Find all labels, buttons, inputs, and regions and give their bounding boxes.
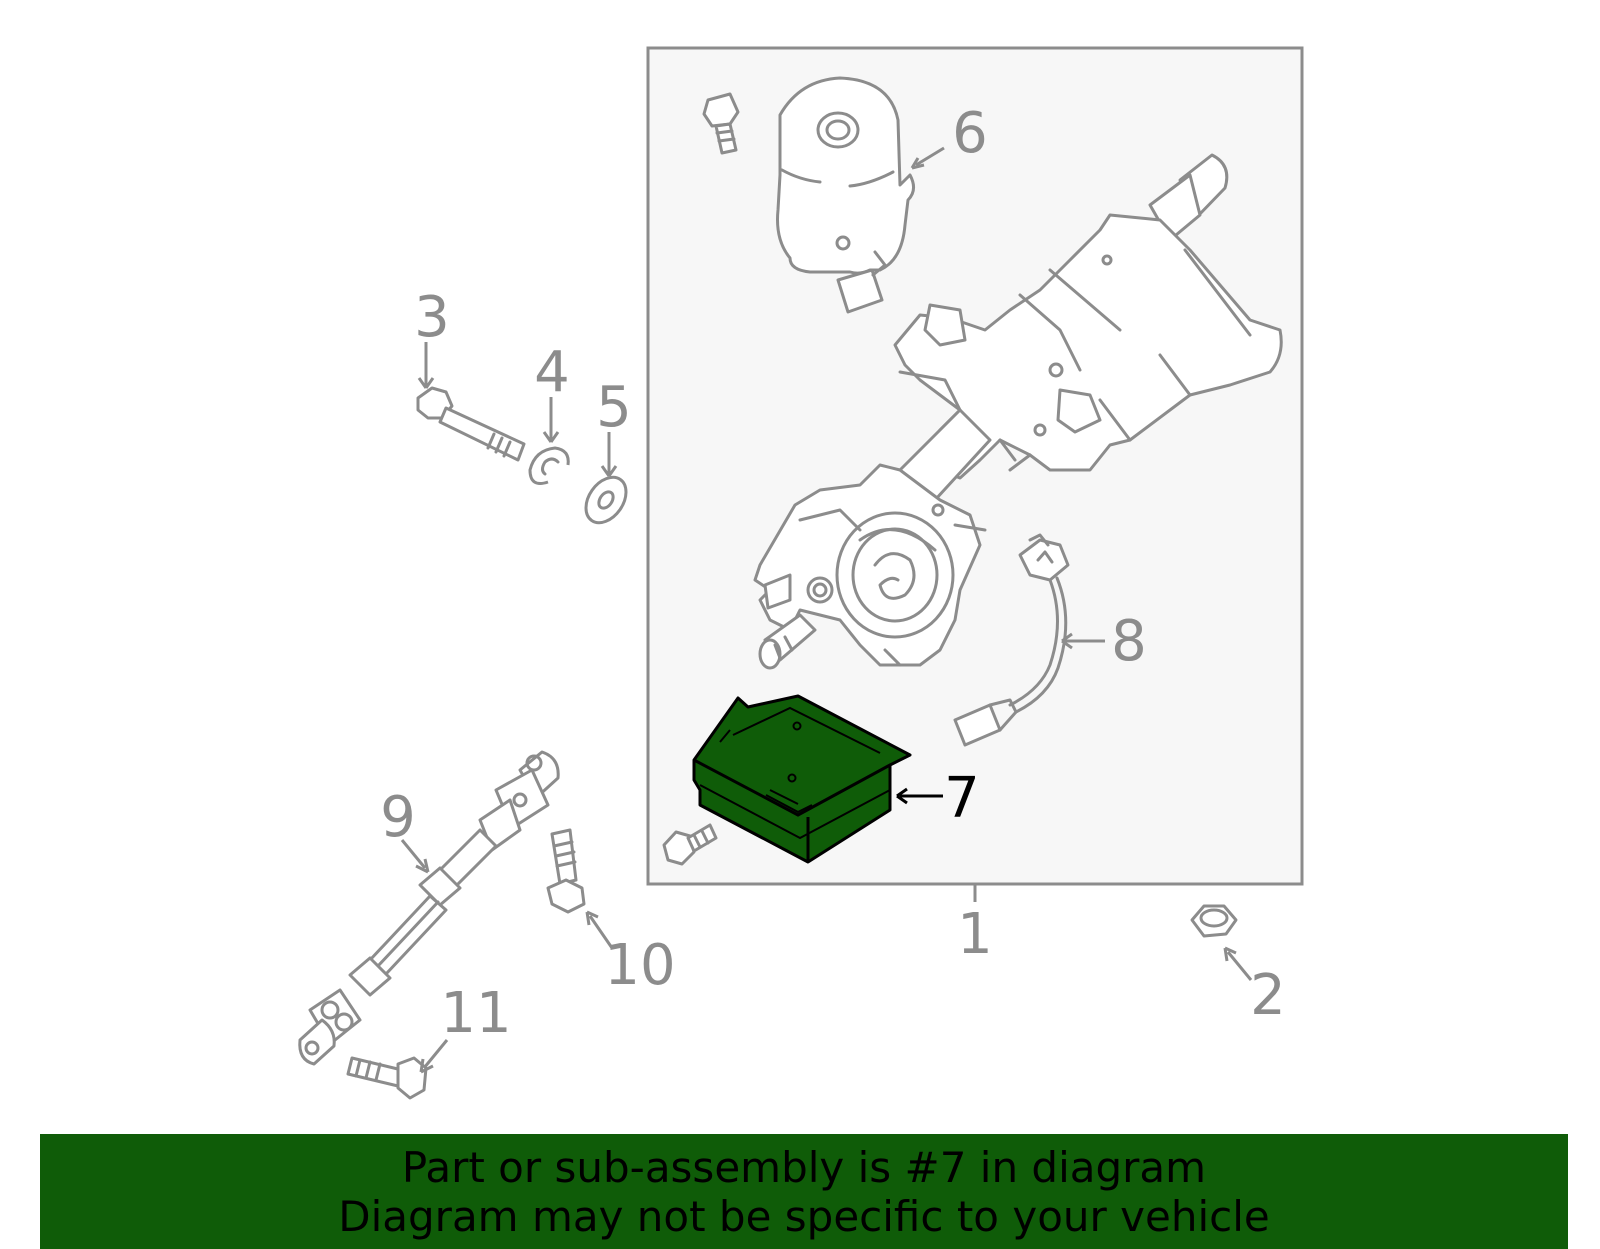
bolt-part-3[interactable] [416, 386, 526, 462]
callout-11: 11 [440, 981, 511, 1046]
arrow-2 [1223, 946, 1237, 962]
banner-line-1: Part or sub-assembly is #7 in diagram [401, 1143, 1207, 1192]
callout-9: 9 [380, 785, 416, 850]
callout-7: 7 [944, 766, 980, 831]
arrow-9 [415, 858, 430, 874]
arrow-8 [1061, 632, 1073, 650]
callout-6: 6 [952, 101, 988, 166]
leader-2 [1226, 951, 1253, 981]
callout-5: 5 [596, 375, 632, 440]
arrow-3 [417, 377, 435, 389]
harness-part-8[interactable] [953, 533, 1070, 747]
callout-8: 8 [1111, 609, 1147, 674]
arrow-5 [600, 465, 618, 477]
callout-10: 10 [604, 933, 675, 998]
arrow-4 [542, 431, 560, 443]
control-module-part-7[interactable] [692, 694, 912, 864]
callout-4: 4 [534, 340, 570, 405]
leader-11 [422, 1039, 449, 1069]
arrow-6 [910, 157, 925, 170]
intermediate-shaft-part-9[interactable] [298, 750, 560, 1066]
motor-part-6[interactable] [776, 76, 915, 314]
nut-part-2[interactable] [1190, 904, 1238, 938]
leader-6 [915, 146, 945, 167]
arrow-10 [585, 910, 599, 926]
module-bolt[interactable] [662, 823, 718, 866]
info-banner: Part or sub-assembly is #7 in diagram Di… [40, 1134, 1568, 1249]
arrow-7 [896, 787, 908, 805]
motor-bolt[interactable] [702, 92, 740, 155]
arrow-11 [419, 1058, 434, 1074]
bolt-part-11[interactable] [346, 1056, 428, 1100]
washer-part-4[interactable] [528, 446, 570, 485]
leader-9 [400, 839, 427, 869]
callout-3: 3 [414, 285, 450, 350]
steering-column-part-1[interactable] [753, 153, 1283, 670]
bolt-part-10[interactable] [546, 828, 586, 914]
banner-line-2: Diagram may not be specific to your vehi… [338, 1192, 1270, 1241]
callout-1: 1 [957, 902, 993, 967]
callout-2: 2 [1250, 963, 1286, 1028]
washer-part-5[interactable] [578, 470, 635, 530]
leader-10 [588, 915, 614, 949]
